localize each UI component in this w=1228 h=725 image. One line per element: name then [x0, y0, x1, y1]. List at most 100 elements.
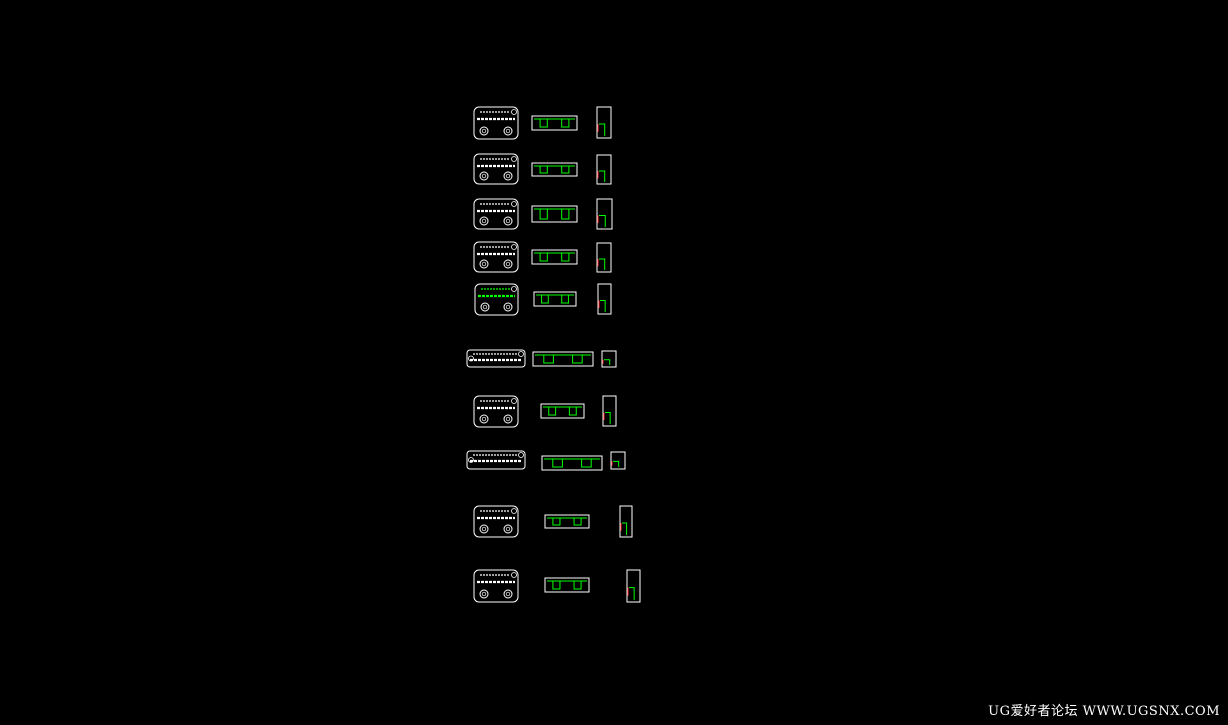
pocket-feature [541, 295, 549, 304]
part-side-view [626, 569, 641, 603]
mounting-hole-inner [481, 526, 487, 532]
logo-circle [511, 244, 517, 250]
mounting-hole [479, 524, 489, 534]
pocket-feature [539, 253, 548, 262]
part-side-view [597, 283, 612, 315]
part-front-view [473, 395, 519, 428]
part-top-view [544, 577, 590, 593]
part-top-view [531, 205, 578, 223]
part-front-view [466, 349, 526, 368]
part-5 [474, 283, 612, 316]
logo-circle [518, 452, 524, 458]
mounting-hole [503, 589, 513, 599]
mounting-hole-inner [505, 261, 511, 267]
part-front-view [466, 450, 526, 470]
pocket-feature [561, 209, 570, 220]
pocket-feature [572, 355, 583, 364]
part-side-view [596, 106, 612, 139]
mounting-hole [503, 171, 513, 181]
mounting-hole [503, 126, 513, 136]
pocket-feature [561, 253, 570, 262]
mounting-hole [479, 216, 489, 226]
pocket-feature [543, 355, 554, 364]
part-side-view [610, 451, 626, 470]
part-4 [473, 241, 612, 273]
mounting-hole [479, 126, 489, 136]
forum-watermark: UG爱好者论坛 WWW.UGSNX.COM [988, 704, 1220, 719]
part-10 [473, 569, 641, 603]
pocket-feature [573, 581, 582, 590]
part-top-view [540, 403, 585, 419]
mounting-hole-inner [505, 526, 511, 532]
pocket-feature [561, 166, 570, 174]
mounting-hole [479, 414, 489, 424]
pocket-feature [548, 407, 557, 416]
pocket-feature [539, 119, 548, 128]
mounting-hole-inner [481, 261, 487, 267]
side-profile-feature [613, 460, 620, 467]
part-front-view [473, 153, 519, 185]
logo-circle [511, 286, 517, 292]
logo-circle [511, 109, 517, 115]
part-top-view [531, 249, 578, 265]
mounting-hole [479, 259, 489, 269]
mounting-hole [503, 524, 513, 534]
mounting-hole-inner [505, 173, 511, 179]
side-profile-feature [629, 587, 635, 600]
pocket-feature [561, 295, 569, 304]
pocket-feature [552, 581, 561, 590]
mounting-hole-inner [505, 218, 511, 224]
side-profile-feature [622, 522, 628, 535]
part-7 [473, 395, 617, 428]
pocket-feature [539, 209, 548, 220]
logo-circle [511, 572, 517, 578]
part-top-view [544, 514, 590, 529]
pocket-feature [568, 407, 577, 416]
mounting-hole-inner [481, 128, 487, 134]
part-front-view [474, 283, 519, 316]
part-front-view [473, 569, 519, 603]
side-profile-feature [599, 215, 606, 227]
pocket-feature [573, 518, 582, 526]
side-profile-feature [599, 170, 606, 182]
part-side-view [596, 154, 612, 185]
mounting-hole-inner [481, 173, 487, 179]
part-2 [473, 153, 612, 185]
mounting-hole [503, 259, 513, 269]
pocket-feature [539, 166, 548, 174]
part-side-view [619, 505, 633, 538]
part-front-view [473, 106, 519, 140]
part-side-view [602, 395, 617, 427]
pocket-feature [581, 459, 592, 468]
part-top-view [541, 455, 603, 471]
logo-circle [511, 398, 517, 404]
side-profile-feature [600, 300, 606, 312]
part-front-view [473, 505, 519, 538]
logo-circle [511, 201, 517, 207]
part-top-view [533, 291, 577, 307]
mounting-hole-inner [505, 416, 511, 422]
mounting-hole [468, 457, 474, 463]
mounting-hole [479, 589, 489, 599]
part-1 [473, 106, 612, 140]
logo-circle [518, 351, 524, 357]
side-profile-feature [605, 412, 611, 424]
part-front-view [473, 198, 519, 230]
part-8 [466, 450, 626, 471]
mounting-hole-inner [481, 218, 487, 224]
pocket-feature [552, 459, 563, 468]
side-profile-feature [599, 123, 606, 136]
mounting-hole-inner [481, 416, 487, 422]
mounting-hole [468, 355, 474, 362]
mounting-hole [503, 302, 513, 312]
mounting-hole-inner [505, 128, 511, 134]
side-profile-feature [604, 359, 611, 365]
side-profile-feature [599, 258, 606, 270]
pocket-feature [552, 518, 561, 526]
part-top-view [532, 351, 594, 367]
mounting-hole [479, 171, 489, 181]
part-side-view [596, 198, 613, 230]
mounting-hole-inner [481, 591, 487, 597]
mounting-hole [480, 302, 490, 312]
part-6 [466, 349, 617, 368]
